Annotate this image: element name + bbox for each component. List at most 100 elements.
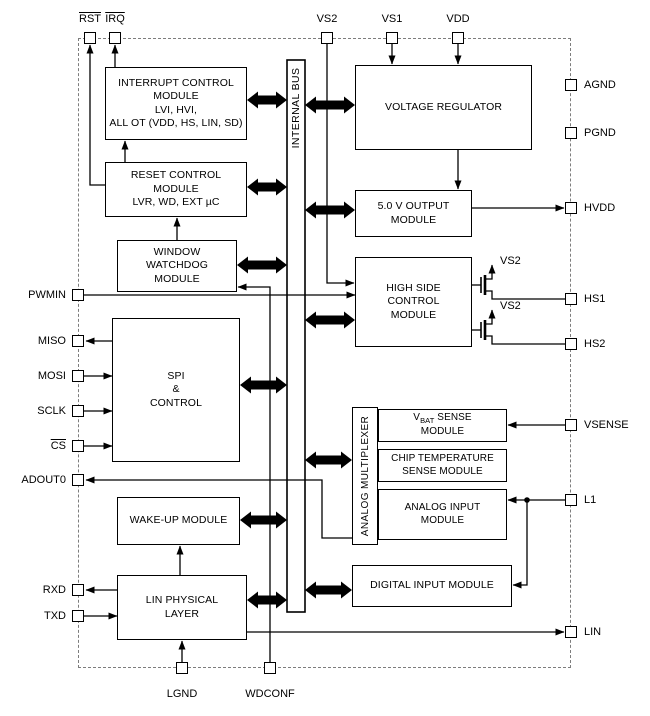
pin-vs2 [321, 32, 333, 44]
block-text: CHIP TEMPERATURE [391, 452, 494, 464]
pin-rst [84, 32, 96, 44]
label-vs1: VS1 [381, 13, 403, 25]
l1-branch-wire [512, 500, 528, 589]
label-miso: MISO [37, 335, 66, 347]
window-watchdog-module: WINDOW WATCHDOG MODULE [117, 240, 237, 292]
vbat-rest: SENSE [434, 412, 472, 424]
pin-hvdd [565, 202, 577, 214]
pin-vs1 [386, 32, 398, 44]
block-text: CONTROL [149, 396, 203, 409]
label-rst: RST [79, 13, 101, 25]
block-text: RESET CONTROL [130, 169, 222, 182]
pin-pgnd [565, 127, 577, 139]
block-text: LIN PHYSICAL [145, 594, 219, 607]
rst-wire [86, 44, 105, 186]
label-vsense: VSENSE [584, 419, 629, 431]
block-text: MODULE [420, 514, 465, 526]
block-text: MODULE [420, 425, 465, 437]
label-agnd: AGND [584, 79, 616, 91]
pin-mosi [72, 370, 84, 382]
pin-agnd [565, 79, 577, 91]
wakeup-module: WAKE-UP MODULE [117, 497, 240, 545]
block-text: ANALOG INPUT [404, 501, 481, 513]
bus-arrow [305, 201, 355, 219]
label-pgnd: PGND [584, 127, 616, 139]
vbat-v: V [413, 412, 421, 424]
vbat-subscript: BAT [420, 416, 435, 426]
label-lin: LIN [584, 626, 602, 638]
pin-sclk [72, 405, 84, 417]
pin-vdd [452, 32, 464, 44]
junction-dot [524, 497, 530, 503]
bus-arrow [305, 581, 352, 599]
label-mosi: MOSI [37, 370, 66, 382]
bus-arrow [240, 511, 287, 529]
analog-multiplexer-box [352, 407, 378, 545]
pin-lin [565, 626, 577, 638]
block-text: WAKE-UP MODULE [129, 514, 228, 527]
block-text: MODULE [153, 182, 199, 195]
pin-vsense [565, 419, 577, 431]
pin-pwmin [72, 289, 84, 301]
label-txd: TXD [44, 610, 66, 622]
internal-bus-label: INTERNAL BUS [290, 67, 302, 149]
pin-hs2 [565, 338, 577, 350]
block-text: VBAT SENSE [413, 412, 471, 426]
label-pwmin: PWMIN [28, 289, 66, 301]
label-wdconf: WDCONF [245, 688, 295, 700]
block-text: & [172, 383, 180, 396]
block-text: VOLTAGE REGULATOR [384, 100, 503, 113]
bus-arrows [237, 91, 355, 609]
bus-arrow [305, 451, 352, 469]
label-irq: IRQ [105, 13, 125, 25]
reset-control-module: RESET CONTROL MODULE LVR, WD, EXT µC [105, 162, 247, 217]
label-vs2: VS2 [316, 13, 338, 25]
block-text: WATCHDOG [145, 259, 209, 272]
analog-input-module: ANALOG INPUT MODULE [378, 489, 507, 540]
5v-output-module: 5.0 V OUTPUT MODULE [355, 190, 472, 237]
bus-arrow [247, 591, 287, 609]
wdconf-wire [237, 283, 271, 662]
digital-input-module: DIGITAL INPUT MODULE [352, 565, 512, 607]
pin-l1 [565, 494, 577, 506]
label-cs: CS [50, 440, 66, 452]
label-sclk: SCLK [37, 405, 66, 417]
block-text: LAYER [164, 607, 200, 620]
block-text: WINDOW [153, 245, 201, 258]
pin-hs1 [565, 293, 577, 305]
pin-cs [72, 440, 84, 452]
block-text: SPI [167, 369, 185, 382]
label-hs1: HS1 [584, 293, 606, 305]
block-text: CONTROL [387, 295, 440, 308]
block-text: MODULE [390, 213, 437, 226]
analog-multiplexer-label: ANALOG MULTIPLEXER [359, 415, 371, 537]
label-vdd: VDD [446, 13, 470, 25]
vs2-rail-label-hs2: VS2 [500, 300, 521, 312]
high-side-control-module: HIGH SIDE CONTROL MODULE [355, 257, 472, 347]
block-text: MODULE [390, 308, 437, 321]
pin-rxd [72, 584, 84, 596]
label-adout0: ADOUT0 [21, 474, 66, 486]
spi-control-module: SPI & CONTROL [112, 318, 240, 462]
bus-arrow [237, 256, 287, 274]
label-lgnd: LGND [166, 688, 198, 700]
block-text: HIGH SIDE [386, 281, 441, 294]
bus-arrow [247, 91, 287, 109]
bus-arrow [247, 178, 287, 196]
chip-temperature-sense-module: CHIP TEMPERATURE SENSE MODULE [378, 449, 507, 482]
block-text: SENSE MODULE [402, 465, 483, 477]
pin-wdconf [264, 662, 276, 674]
bus-arrow [240, 376, 287, 394]
bus-arrow [305, 311, 355, 329]
block-text: LVR, WD, EXT µC [132, 196, 220, 209]
lin-physical-layer: LIN PHYSICAL LAYER [117, 575, 247, 640]
adout0-wire [85, 476, 352, 539]
voltage-regulator-module: VOLTAGE REGULATOR [355, 65, 532, 150]
block-text: INTERRUPT CONTROL [118, 76, 234, 89]
hs2-mosfet-icon [472, 309, 565, 345]
label-l1: L1 [584, 494, 597, 506]
label-rxd: RXD [42, 584, 66, 596]
label-hvdd: HVDD [584, 202, 616, 214]
